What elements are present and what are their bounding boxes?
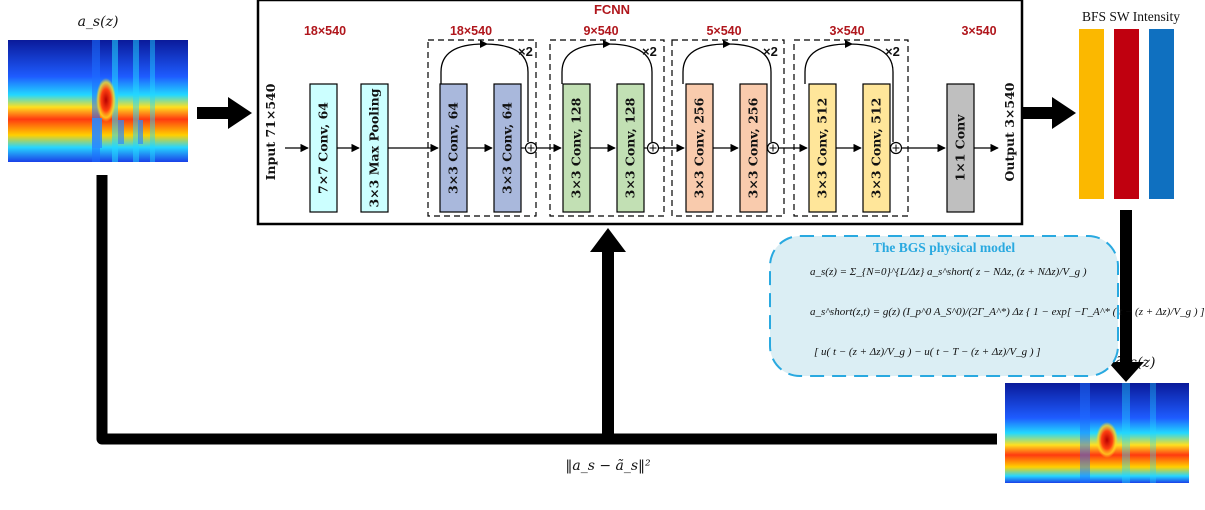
layer-box-7: 3×3 Conv, 256 — [739, 83, 768, 213]
layer-box-10: 1×1 Conv — [946, 83, 975, 213]
layer-label-7: 3×3 Conv, 256 — [746, 97, 761, 198]
layer-box-5: 3×3 Conv, 128 — [616, 83, 645, 213]
bgs-model-equations: The BGS physical model a_s(z) = Σ_{N=0}^… — [770, 236, 1205, 376]
layer-box-2: 3×3 Conv, 64 — [439, 83, 468, 213]
repeat-256: ×2 — [763, 44, 778, 59]
sum-nodes — [524, 141, 903, 155]
layer-label-1: 3×3 Max Pooling — [367, 88, 382, 207]
layer-label-5: 3×3 Conv, 128 — [623, 97, 638, 198]
dim-label-2: 9×540 — [583, 24, 618, 38]
reconstructed-spectrum-heatmap — [1005, 383, 1189, 483]
fcnn-title: FCNN — [594, 2, 630, 17]
dim-label-5: 3×540 — [961, 24, 996, 38]
layer-box-8: 3×3 Conv, 512 — [808, 83, 837, 213]
arrow-loss-to-fcnn — [590, 228, 626, 439]
layer-box-0: 7×7 Conv, 64 — [309, 83, 338, 213]
feedback-line — [96, 175, 997, 445]
layer-label-8: 3×3 Conv, 512 — [815, 98, 830, 199]
group-512 — [793, 39, 909, 217]
arrow-bfs-to-model — [1108, 210, 1144, 382]
layer-box-6: 3×3 Conv, 256 — [685, 83, 714, 213]
layer-label-2: 3×3 Conv, 64 — [446, 102, 461, 194]
layer-box-1: 3×3 Max Pooling — [360, 83, 389, 213]
input-label: Input 71×540 — [263, 83, 278, 180]
dim-label-1: 18×540 — [450, 24, 492, 38]
layer-label-3: 3×3 Conv, 64 — [500, 102, 515, 194]
bfs-bar-blue — [1149, 29, 1174, 199]
output-label: Output 3×540 — [1002, 82, 1017, 181]
dim-label-0: 18×540 — [304, 24, 346, 38]
input-signal-label: a_s(z) — [78, 14, 119, 30]
group-256 — [671, 39, 785, 217]
layer-label-0: 7×7 Conv, 64 — [316, 102, 331, 194]
input-spectrum-heatmap — [8, 40, 188, 162]
layer-label-4: 3×3 Conv, 128 — [569, 97, 584, 198]
repeat-512: ×2 — [885, 44, 900, 59]
dim-label-3: 5×540 — [706, 24, 741, 38]
bfs-title: BFS SW Intensity — [1082, 9, 1180, 24]
skip-arrowheads — [480, 40, 853, 48]
repeat-128: ×2 — [642, 44, 657, 59]
arrow-input-to-fcnn — [197, 97, 252, 129]
layer-label-9: 3×3 Conv, 512 — [869, 98, 884, 199]
group-128 — [549, 39, 665, 217]
layer-label-6: 3×3 Conv, 256 — [692, 97, 707, 198]
equation-1: a_s(z) = Σ_{N=0}^{L/Δz} a_s^short( z − N… — [810, 266, 1087, 278]
arrow-fcnn-to-bfs — [1022, 97, 1076, 129]
equation-3: [ u( t − (z + Δz)/V_g ) − u( t − T − (z … — [814, 346, 1041, 358]
dim-label-4: 3×540 — [829, 24, 864, 38]
bfs-bar-red — [1114, 29, 1139, 199]
repeat-64: ×2 — [518, 44, 533, 59]
layer-label-10: 1×1 Conv — [953, 114, 968, 182]
equation-2: a_s^short(z,t) = g(z) (I_p^0 A_S^0)/(2Γ_… — [810, 306, 1205, 318]
bgs-model-panel — [769, 235, 1119, 377]
group-64 — [427, 39, 537, 217]
layer-box-4: 3×3 Conv, 128 — [562, 83, 591, 213]
bfs-bar-yellow — [1079, 29, 1104, 199]
layer-box-9: 3×3 Conv, 512 — [862, 83, 891, 213]
bgs-model-title: The BGS physical model — [872, 240, 1016, 255]
layer-box-3: 3×3 Conv, 64 — [493, 83, 522, 213]
loss-label: ‖a_s − ã_s‖² — [565, 458, 651, 474]
